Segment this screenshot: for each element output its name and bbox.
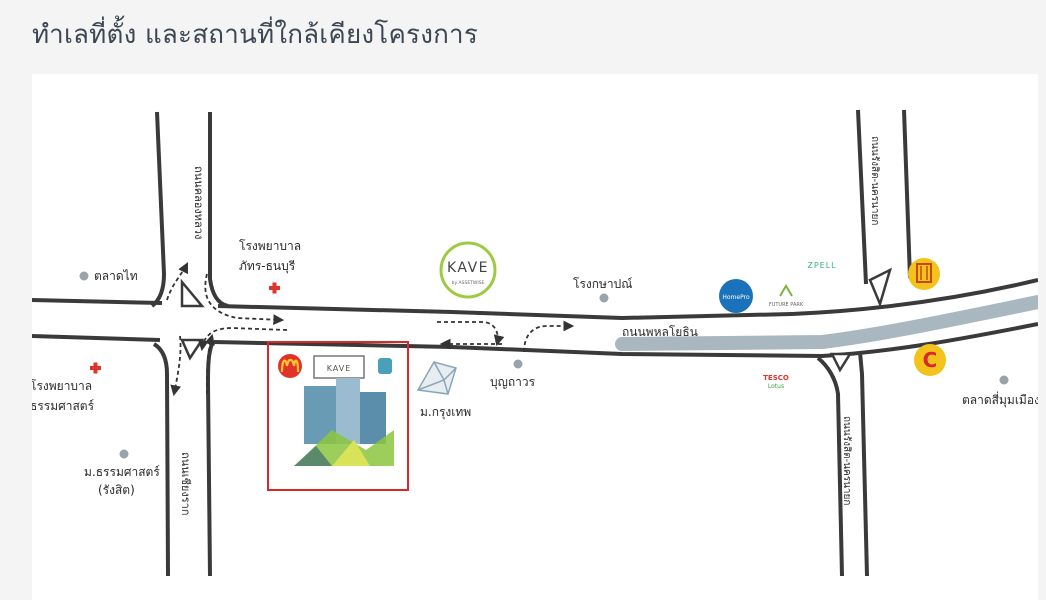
zpell-logo: ZPELL [807,261,836,270]
poi-hospital-thammasat-line1: โรงพยาบาล [32,379,92,393]
poi-thammasat-univ-line1: ม.ธรรมศาสตร์ [84,465,160,479]
poi-talad-thai: ตลาดไท [94,269,138,283]
poi-dot-talad-thai [79,271,89,281]
poi-dot-rongkasap [599,293,609,303]
poi-bangkok-univ: ม.กรุงเทพ [420,405,471,420]
svg-text:ZPELL: ZPELL [807,261,836,270]
poi-dot-talad-simummuang [999,375,1009,385]
location-map: ถนนคลองหลวง ถนนเชียงราก ถนนพหลโยธิน ถนนร… [32,74,1038,600]
poi-hospital-thammasat-line2: ธรรมศาสตร์ [32,399,95,413]
svg-text:Lotus: Lotus [768,383,784,390]
hospital-cross-icon [90,362,101,374]
tower-badge-icon [378,358,392,374]
homepro-logo: HomePro [719,279,753,313]
svg-text:KAVE: KAVE [327,364,352,373]
poi-hospital-pattara-line2: ภัทร-ธนบุรี [239,259,296,274]
road-label-khlong-luang: ถนนคลองหลวง [192,166,205,239]
poi-dot-bunthawon [513,359,523,369]
project-highlight-frame [267,341,409,491]
kave-logo: KAVE by ASSETWISE [439,241,497,299]
road-label-chiang-rak: ถนนเชียงราก [179,452,192,516]
svg-text:FUTURE PARK: FUTURE PARK [769,302,804,308]
poi-rongkasap: โรงกษาปณ์ [573,277,632,291]
road-label-rangsit-bottom: ถนนรังสิต-นครนายก [841,416,852,505]
building-badge-icon [908,258,940,290]
rangsit-nakhon-nayok-road [816,109,912,577]
svg-text:KAVE: KAVE [447,260,489,276]
project-buildings-icon [294,378,394,466]
poi-bunthawon: บุญถาวร [490,375,536,390]
direction-arrows [166,262,575,397]
poi-hospital-pattara-line1: โรงพยาบาล [239,239,301,253]
hospital-cross-icon [269,282,280,294]
future-park-logo: FUTURE PARK [769,284,804,308]
central-logo: C [914,344,946,376]
poi-talad-simummuang: ตลาดสี่มุมเมือง [962,391,1038,408]
poi-thammasat-univ-line2: (รังสิต) [98,483,135,497]
traffic-islands [180,267,893,373]
page-title: ทำเลที่ตั้ง และสถานที่ใกล้เคียงโครงการ [32,20,479,50]
svg-text:C: C [923,348,938,372]
mcdonalds-logo-icon [278,354,302,378]
phahonyothin-road [32,278,1038,359]
svg-text:TESCO: TESCO [763,374,789,382]
kave-sign-icon: KAVE [313,355,365,379]
poi-dot-thammasat-univ [119,449,129,459]
road-label-rangsit-top: ถนนรังสิต-นครนายก [869,136,880,225]
expressway [615,295,1038,351]
project-highlight: KAVE [267,341,409,491]
svg-text:HomePro: HomePro [722,294,750,301]
tesco-lotus-logo: TESCO Lotus [763,374,789,390]
bangkok-univ-icon [416,361,457,395]
road-label-phahonyothin: ถนนพหลโยธิน [622,325,698,339]
svg-text:by ASSETWISE: by ASSETWISE [452,280,485,286]
